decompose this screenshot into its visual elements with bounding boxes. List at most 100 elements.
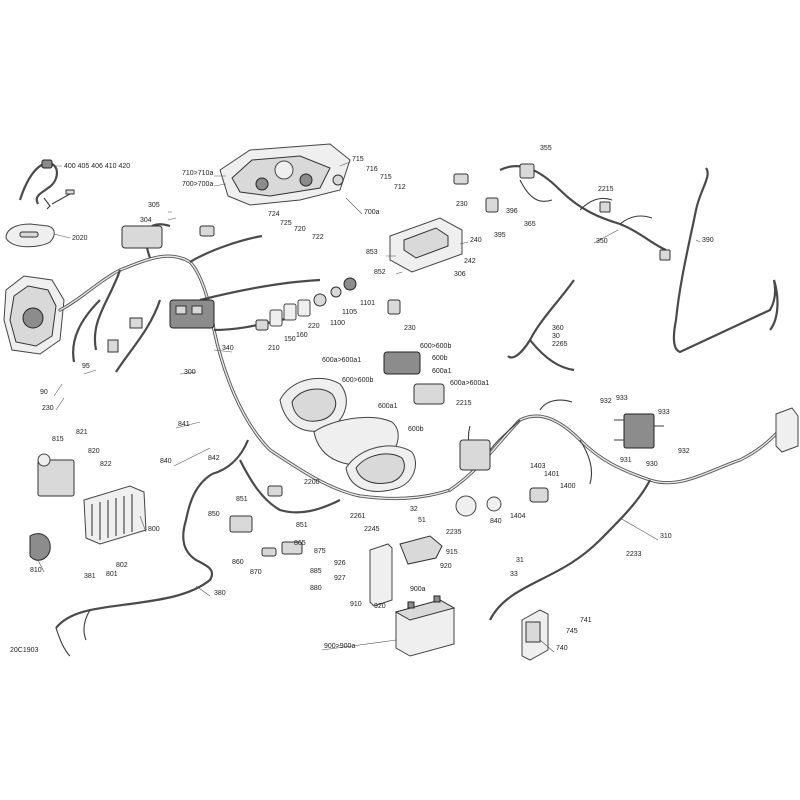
callout-label: 2020 xyxy=(72,235,88,242)
callout-label: 715 xyxy=(352,156,364,163)
callout-label: 740 xyxy=(556,645,568,652)
callout-label: 724 xyxy=(268,211,280,218)
callout-label: 305 xyxy=(148,202,160,209)
callout-label: 340 xyxy=(222,345,234,352)
callout-label: 230 xyxy=(404,325,416,332)
rear-upper-harness-part xyxy=(453,163,671,261)
callout-label: 2200 xyxy=(304,479,320,486)
left-headlight-part xyxy=(3,275,65,355)
leader-lines xyxy=(37,161,701,653)
callout-label: 931 xyxy=(620,457,632,464)
callout-label: 716 xyxy=(366,166,378,173)
callout-label: 801 xyxy=(106,571,118,578)
callout-label: 865 xyxy=(294,540,306,547)
callout-label: 800 xyxy=(148,526,160,533)
callout-label: 926 xyxy=(334,560,346,567)
callout-label: 821 xyxy=(76,429,88,436)
callout-label: 715 xyxy=(380,174,392,181)
callout-label: 920 xyxy=(374,603,386,610)
callout-label: 600a>600a1 xyxy=(322,357,361,364)
callout-label: 230 xyxy=(42,405,54,412)
callout-label: 2265 xyxy=(552,341,568,348)
callout-label: 1400 xyxy=(560,483,576,490)
battery-bracket-part xyxy=(369,535,443,607)
callout-label: 240 xyxy=(470,237,482,244)
main-front-harness-part xyxy=(58,223,452,501)
callout-label: 820 xyxy=(88,448,100,455)
callout-label: 875 xyxy=(314,548,326,555)
remote-key-fob-part xyxy=(5,223,55,248)
callout-label: 1404 xyxy=(510,513,526,520)
callout-label: 600a1 xyxy=(432,368,452,375)
callout-label: 2233 xyxy=(626,551,642,558)
callout-label: 600a1 xyxy=(378,403,398,410)
ignition-key-part xyxy=(18,159,75,210)
callout-label: 51 xyxy=(418,517,426,524)
callout-label: 600>600b xyxy=(420,343,451,350)
callout-label: 2245 xyxy=(364,526,380,533)
callout-label: 842 xyxy=(208,455,220,462)
rear-main-harness-part xyxy=(448,399,782,621)
callout-label: 90 xyxy=(40,389,48,396)
callout-label: 815 xyxy=(52,436,64,443)
callout-label: 932 xyxy=(678,448,690,455)
callout-label: 712 xyxy=(394,184,406,191)
callout-label: 741 xyxy=(580,617,592,624)
diagram-code: 20C1903 xyxy=(10,647,39,654)
callout-label: 840 xyxy=(490,518,502,525)
callout-label: 300 xyxy=(184,369,196,376)
voltage-regulator-930-part xyxy=(614,413,664,449)
callout-label: 910 xyxy=(350,601,362,608)
callout-label: 880 xyxy=(310,585,322,592)
callout-label: 306 xyxy=(454,271,466,278)
harness-380-branch-part xyxy=(55,609,91,657)
rear-light-module-part xyxy=(775,407,799,453)
callout-label: 242 xyxy=(464,258,476,265)
callout-label: 304 xyxy=(140,217,152,224)
winch-assembly-part xyxy=(29,453,147,561)
callout-label: 2261 xyxy=(350,513,366,520)
callout-label: 933 xyxy=(658,409,670,416)
callout-label: 31 xyxy=(516,557,524,564)
callout-label: 710>710a xyxy=(182,170,213,177)
callout-label: 900a xyxy=(410,586,426,593)
callout-label: 360 xyxy=(552,325,564,332)
callout-label: 720 xyxy=(294,226,306,233)
callout-label: 722 xyxy=(312,234,324,241)
front-cluster-housing-part xyxy=(219,143,351,206)
callout-label: 1100 xyxy=(330,320,345,327)
callout-label: 600>600b xyxy=(342,377,373,384)
callout-label: 885 xyxy=(310,568,322,575)
callout-label: 600b xyxy=(408,426,424,433)
callout-label: 860 xyxy=(232,559,244,566)
vent-tube-360-part xyxy=(507,279,575,372)
callout-label: 220 xyxy=(308,323,320,330)
callout-label: 2215 xyxy=(456,400,472,407)
callout-label: 95 xyxy=(82,363,90,370)
callout-label: 700>700a xyxy=(182,181,213,188)
harness-840-850-part xyxy=(211,439,341,557)
callout-label: 30 xyxy=(552,333,560,340)
callout-label: 840 xyxy=(160,458,172,465)
callout-label: 700a xyxy=(364,209,380,216)
callout-label: 927 xyxy=(334,575,346,582)
callout-label: 725 xyxy=(280,220,292,227)
callout-label: 400 405 406 410 420 xyxy=(64,163,130,170)
callout-label: 310 xyxy=(660,533,672,540)
callout-label: 355 xyxy=(540,145,552,152)
callout-label: 852 xyxy=(374,269,386,276)
callout-label: 802 xyxy=(116,562,128,569)
harness-380-part xyxy=(55,473,214,629)
callout-label: 870 xyxy=(250,569,262,576)
callout-label: 841 xyxy=(178,421,190,428)
callout-label: 395 xyxy=(494,232,506,239)
callout-label: 365 xyxy=(524,221,536,228)
callout-label: 853 xyxy=(366,249,378,256)
callout-label: 1105 xyxy=(342,309,357,316)
callout-label: 600b xyxy=(432,355,448,362)
callout-label: 851 xyxy=(296,522,308,529)
callout-label: 1101 xyxy=(360,300,375,307)
ecm-module-part xyxy=(389,217,463,273)
callout-label: 32 xyxy=(410,506,418,513)
